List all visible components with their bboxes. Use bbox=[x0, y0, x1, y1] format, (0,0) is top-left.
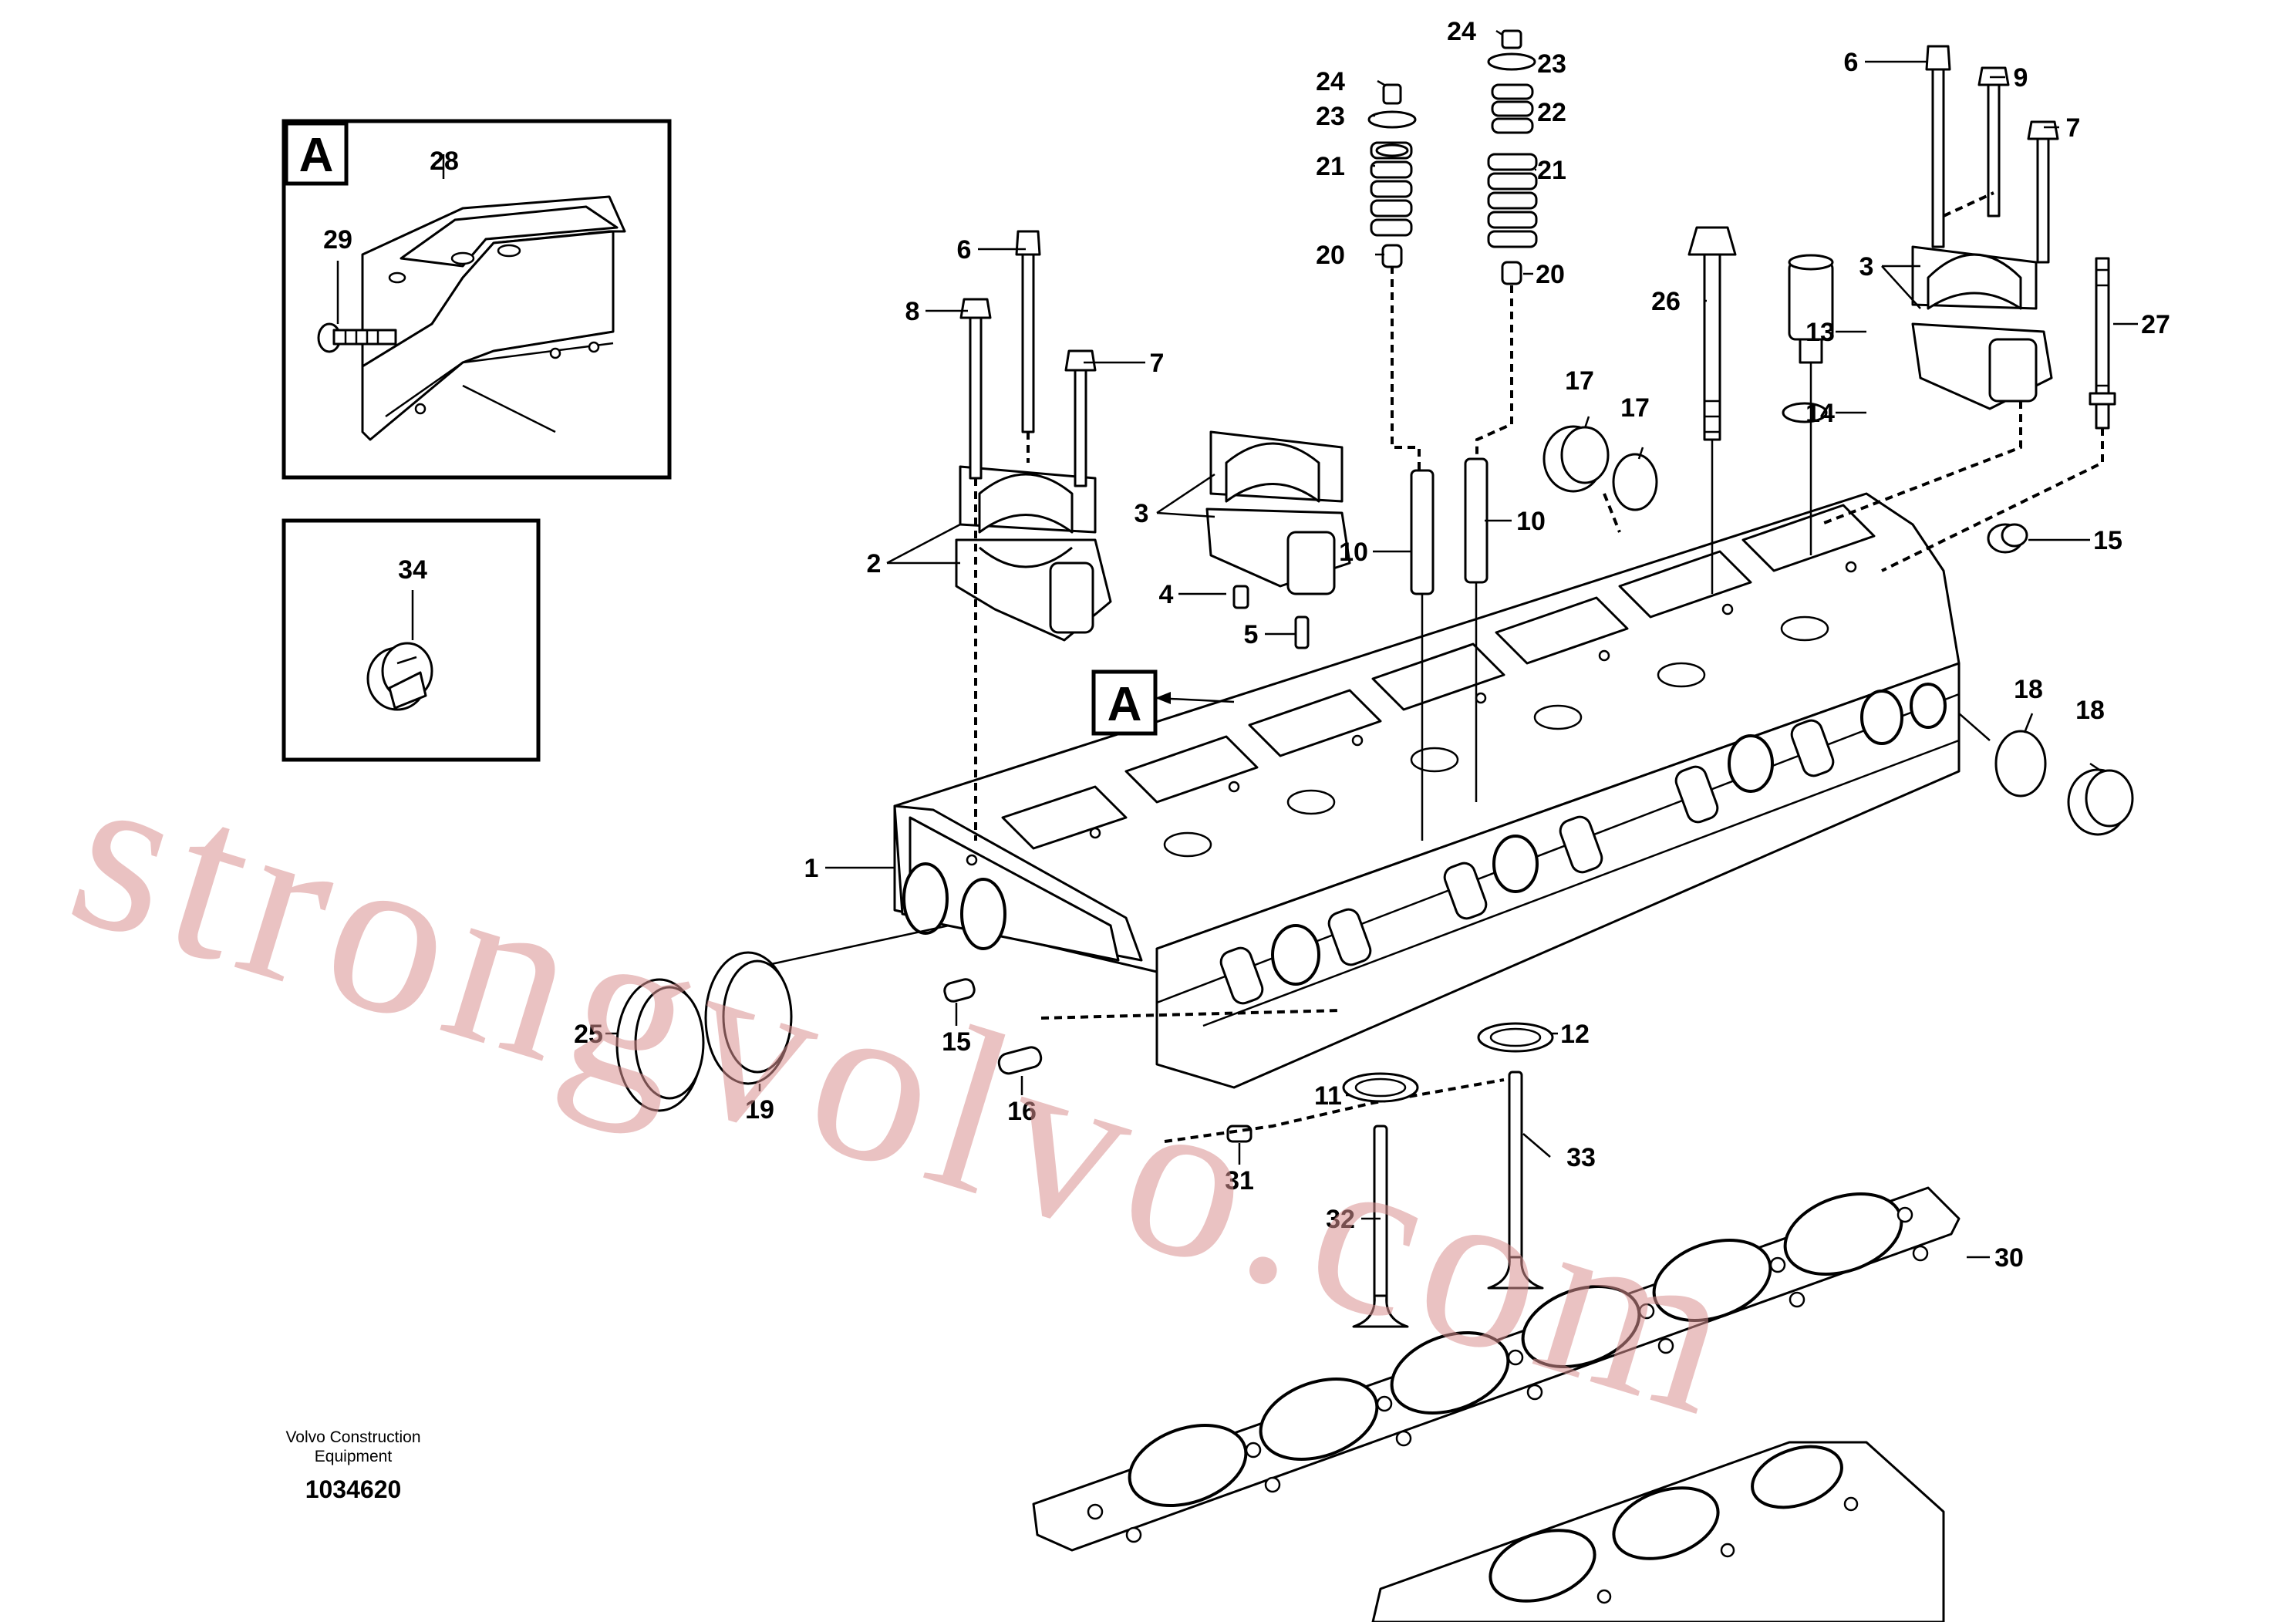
callout-32: 32 bbox=[1326, 1205, 1355, 1234]
callout-19: 19 bbox=[745, 1095, 774, 1125]
callout-7-right: 7 bbox=[2066, 113, 2081, 143]
seal-19 bbox=[704, 951, 793, 1085]
inset-a-detail: A 28 29 bbox=[282, 119, 672, 480]
callout-28: 28 bbox=[430, 147, 459, 176]
callout-26: 26 bbox=[1651, 287, 1681, 316]
callout-21-right: 21 bbox=[1537, 156, 1566, 185]
leader-lines bbox=[605, 29, 2138, 1259]
callout-2: 2 bbox=[867, 549, 882, 578]
cylinder-head-marker-letter: A bbox=[1108, 678, 1142, 731]
stud-27 bbox=[1881, 257, 2116, 572]
callout-34: 34 bbox=[398, 555, 427, 585]
inset-plug-34: 34 bbox=[282, 518, 541, 762]
caption-block: Volvo Construction Equipment 1034620 bbox=[285, 1428, 420, 1503]
bearing-cap-2 bbox=[955, 465, 1112, 642]
callout-24-right: 24 bbox=[1447, 17, 1476, 46]
callout-6-left: 6 bbox=[957, 235, 972, 265]
callout-20-left: 20 bbox=[1316, 241, 1345, 270]
bolt-26 bbox=[1687, 226, 1737, 594]
valve-seat-12 bbox=[1477, 1022, 1554, 1053]
callout-23-left: 23 bbox=[1316, 102, 1345, 131]
callout-12: 12 bbox=[1560, 1020, 1590, 1049]
inset-a-letter: A bbox=[299, 129, 334, 182]
valve-spring-stack-left bbox=[1367, 83, 1435, 841]
callout-10-right: 10 bbox=[1516, 507, 1546, 536]
document-number: 1034620 bbox=[305, 1475, 402, 1503]
caption-line-1: Volvo Construction bbox=[285, 1428, 420, 1446]
head-gasket-30 bbox=[1032, 1186, 1961, 1552]
callout-27: 27 bbox=[2141, 310, 2170, 339]
callout-labels: 1 2 3 3 4 5 6 6 7 7 8 9 10 10 11 12 13 1… bbox=[574, 17, 2170, 1273]
callout-1: 1 bbox=[804, 854, 819, 883]
callout-20-right: 20 bbox=[1536, 260, 1565, 289]
plug-17-top bbox=[1542, 425, 1658, 533]
caption-line-2: Equipment bbox=[315, 1448, 393, 1465]
callout-16: 16 bbox=[1007, 1097, 1037, 1126]
callout-31: 31 bbox=[1225, 1166, 1254, 1195]
callout-23-right: 23 bbox=[1537, 49, 1566, 79]
plug-15-right bbox=[1987, 523, 2028, 554]
bolt-29 bbox=[317, 322, 397, 353]
callout-25: 25 bbox=[574, 1020, 603, 1049]
pin-15-bottom bbox=[943, 978, 976, 1003]
callout-8: 8 bbox=[905, 297, 920, 326]
callout-5: 5 bbox=[1244, 620, 1259, 649]
injector-sleeve-13 bbox=[1782, 254, 1834, 555]
callout-22: 22 bbox=[1537, 98, 1566, 127]
callout-3-left: 3 bbox=[1135, 499, 1149, 528]
valve-seat-11 bbox=[1342, 1072, 1419, 1103]
valve-33 bbox=[1487, 1071, 1544, 1290]
engine-block-partial bbox=[1371, 1441, 1945, 1622]
callout-18-side: 18 bbox=[2075, 696, 2105, 725]
callout-13: 13 bbox=[1805, 318, 1835, 347]
bracket-28 bbox=[361, 195, 626, 441]
callout-6-right: 6 bbox=[1844, 48, 1859, 77]
callout-30: 30 bbox=[1994, 1243, 2024, 1273]
valve-spring-stack-right bbox=[1464, 29, 1538, 802]
plug-17-side bbox=[1958, 713, 2134, 836]
callout-4: 4 bbox=[1159, 580, 1174, 609]
callout-3-right: 3 bbox=[1859, 252, 1874, 282]
pin-16 bbox=[997, 1046, 1043, 1075]
callout-21-left: 21 bbox=[1316, 152, 1345, 181]
callout-24-left: 24 bbox=[1316, 67, 1345, 96]
bearing-cap-3-right bbox=[1911, 245, 2053, 410]
side-ports bbox=[1219, 683, 1947, 1005]
callout-17-side: 18 bbox=[2014, 675, 2043, 704]
callout-11: 11 bbox=[1314, 1081, 1342, 1111]
bearing-cap-3-left bbox=[1205, 430, 1351, 649]
callout-7-left: 7 bbox=[1150, 349, 1165, 378]
bolts-left-cap bbox=[959, 230, 1097, 841]
callout-29: 29 bbox=[323, 225, 352, 255]
callout-17-top: 17 bbox=[1565, 366, 1594, 396]
callout-9: 9 bbox=[2014, 63, 2028, 93]
callout-14: 14 bbox=[1805, 399, 1835, 428]
seal-25 bbox=[615, 978, 705, 1112]
callout-33: 33 bbox=[1566, 1143, 1596, 1172]
callout-10-left: 10 bbox=[1339, 538, 1368, 567]
callout-15-bottom: 15 bbox=[942, 1027, 971, 1057]
bolts-right-cap bbox=[1819, 45, 2059, 526]
callout-15-right: 15 bbox=[2093, 526, 2122, 555]
callout-18-top: 17 bbox=[1620, 393, 1650, 423]
